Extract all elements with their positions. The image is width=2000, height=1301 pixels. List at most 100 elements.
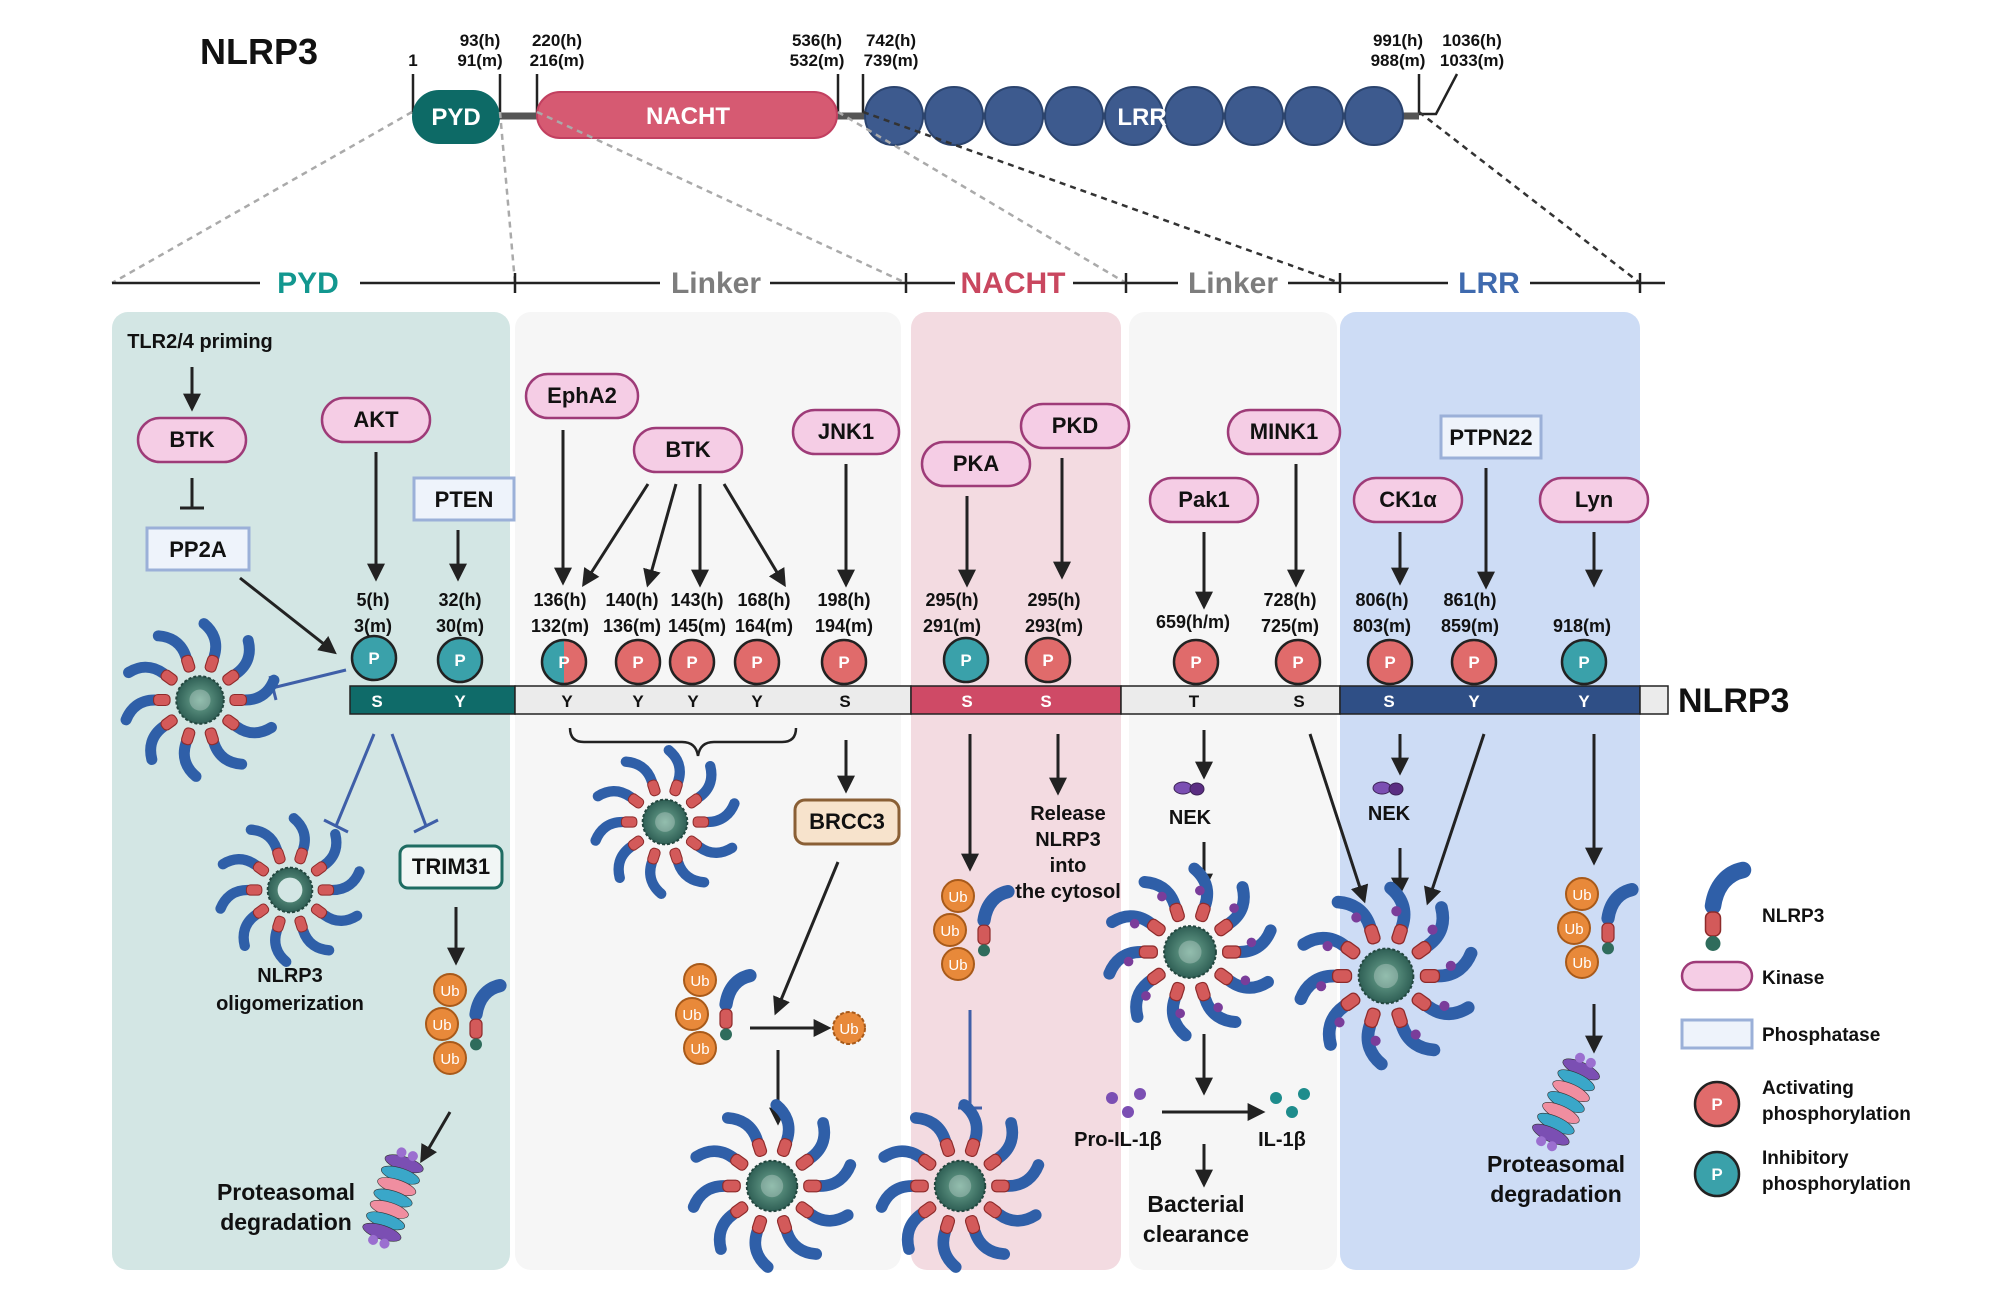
site-l2-2-m: 725(m): [1261, 616, 1319, 636]
svg-text:Ub: Ub: [1572, 887, 1591, 904]
pten-label: PTEN: [435, 487, 494, 512]
nacht-oligomer: [875, 1099, 1045, 1273]
svg-text:Ub: Ub: [940, 923, 959, 940]
pyd-domain-label: PYD: [431, 104, 480, 131]
svg-text:P: P: [1042, 651, 1053, 670]
site-l1-1-h: 136(h): [533, 590, 586, 610]
pos-220-h: 220(h): [532, 31, 582, 50]
pos-start: 1: [408, 51, 417, 70]
site-nacht-1-m: 291(m): [923, 616, 981, 636]
release-1: Release: [1030, 803, 1106, 825]
pyd-oligomerization-ring: [215, 813, 365, 967]
site-lrr-2-h: 861(h): [1443, 590, 1496, 610]
p-site-8: P: [942, 636, 990, 684]
clearance-1: Bacterial: [1147, 1191, 1244, 1217]
p-site-2: P: [436, 636, 484, 684]
linker1-oligomer: [590, 745, 740, 899]
epha2-label: EphA2: [547, 383, 617, 408]
site-l1-5-h: 198(h): [817, 590, 870, 610]
lrr-domain: [864, 86, 1404, 146]
epha2-box: [524, 372, 640, 420]
legend-activating-2: phosphorylation: [1762, 1104, 1911, 1125]
res-lrr-2: Y: [1468, 692, 1480, 711]
legend-inhibitory-2: phosphorylation: [1762, 1174, 1911, 1195]
svg-text:P: P: [454, 651, 465, 670]
lrr-proteasome: [1532, 1052, 1600, 1152]
svg-text:P: P: [632, 653, 643, 672]
res-l2-2: S: [1293, 692, 1304, 711]
res-l1-4: Y: [751, 692, 763, 711]
p-site-9: P: [1024, 636, 1072, 684]
pos-742-m: 739(m): [864, 51, 919, 70]
pos-1036-m: 1033(m): [1440, 51, 1504, 70]
legend-activating-p: P: [1693, 1080, 1741, 1128]
ub-nlrp3-monomer: [977, 884, 1015, 957]
p-site-6: P: [733, 638, 781, 686]
btk-linker-box: [632, 426, 744, 474]
regulator-boxes: BTK PP2A AKT PTEN EphA2 BTK JNK1 PKA PKD…: [136, 372, 1650, 572]
lyn-label: Lyn: [1575, 487, 1613, 512]
p-site-7: P: [820, 638, 868, 686]
p-site-3: P: [540, 638, 588, 686]
brcc3-label: BRCC3: [809, 809, 885, 834]
btk-linker-label: BTK: [665, 437, 710, 462]
legend-nlrp3-label: NLRP3: [1762, 906, 1824, 927]
jnk1-box: [791, 408, 901, 456]
linker1-active-oligomer: [687, 1099, 857, 1273]
svg-text:Ub: Ub: [948, 889, 967, 906]
clearance-2: clearance: [1143, 1221, 1249, 1247]
site-l1-2-h: 140(h): [605, 590, 658, 610]
nek-lrr: NEK: [1368, 803, 1411, 825]
pro-il-label: Pro-IL-1β: [1074, 1129, 1162, 1151]
lrr-degradation-1: Proteasomal: [1487, 1151, 1625, 1177]
svg-text:P: P: [1468, 653, 1479, 672]
oligo-label-2: oligomerization: [216, 993, 364, 1015]
svg-text:Ub: Ub: [682, 1007, 701, 1024]
pos-93-h: 93(h): [460, 31, 501, 50]
site-lrr-2-m: 859(m): [1441, 616, 1499, 636]
svg-text:P: P: [686, 653, 697, 672]
section-linker1: Linker: [671, 267, 761, 300]
section-lrr: LRR: [1458, 267, 1520, 300]
brcc3-box: [793, 798, 901, 846]
site-labels: 5(h) 3(m) 32(h) 30(m) 136(h) 132(m) 140(…: [354, 590, 1611, 636]
legend-kinase-label: Kinase: [1762, 968, 1824, 989]
trim31-box: [398, 844, 504, 890]
site-l2-1: 659(h/m): [1156, 612, 1230, 632]
p-site-11: P: [1274, 638, 1322, 686]
res-l1-2: Y: [632, 692, 644, 711]
pyd-proteasome: [362, 1147, 424, 1249]
lyn-box: [1538, 476, 1650, 524]
ub-nlrp3-monomer: [469, 978, 507, 1051]
pyd-domain: [412, 90, 500, 144]
p-site-12: P: [1366, 638, 1414, 686]
nacht-domain-label: NACHT: [646, 103, 730, 130]
section-ruler-ticks: [513, 273, 1642, 293]
residue-letters: S Y Y Y Y Y S S S T S S Y Y: [371, 692, 1590, 711]
legend-phosphatase-label: Phosphatase: [1762, 1025, 1880, 1046]
res-nacht-2: S: [1040, 692, 1051, 711]
pos-220-m: 216(m): [530, 51, 585, 70]
pos-93-m: 91(m): [457, 51, 502, 70]
ck1a-box: [1352, 476, 1464, 524]
zoom-lines: [111, 110, 1641, 285]
nek-oligomer-lrr: [1294, 881, 1478, 1071]
il-label: IL-1β: [1258, 1129, 1306, 1151]
pkd-label: PKD: [1052, 413, 1098, 438]
svg-text:Ub: Ub: [690, 973, 709, 990]
site-l1-4-h: 168(h): [737, 590, 790, 610]
site-nacht-2-m: 293(m): [1025, 616, 1083, 636]
ptpn22-box: [1439, 414, 1543, 460]
btk-site-bracket: [568, 727, 798, 757]
pka-box: [920, 440, 1032, 488]
pp2a-label: PP2A: [169, 537, 227, 562]
legend-kinase-swatch: [1680, 960, 1754, 992]
p-site-5: P: [668, 638, 716, 686]
section-pyd: PYD: [277, 267, 339, 300]
res-l2-1: T: [1189, 692, 1200, 711]
svg-text:P: P: [1578, 653, 1589, 672]
residue-bar-label: NLRP3: [1678, 682, 1789, 720]
res-l1-1: Y: [561, 692, 573, 711]
svg-text:Ub: Ub: [1564, 921, 1583, 938]
